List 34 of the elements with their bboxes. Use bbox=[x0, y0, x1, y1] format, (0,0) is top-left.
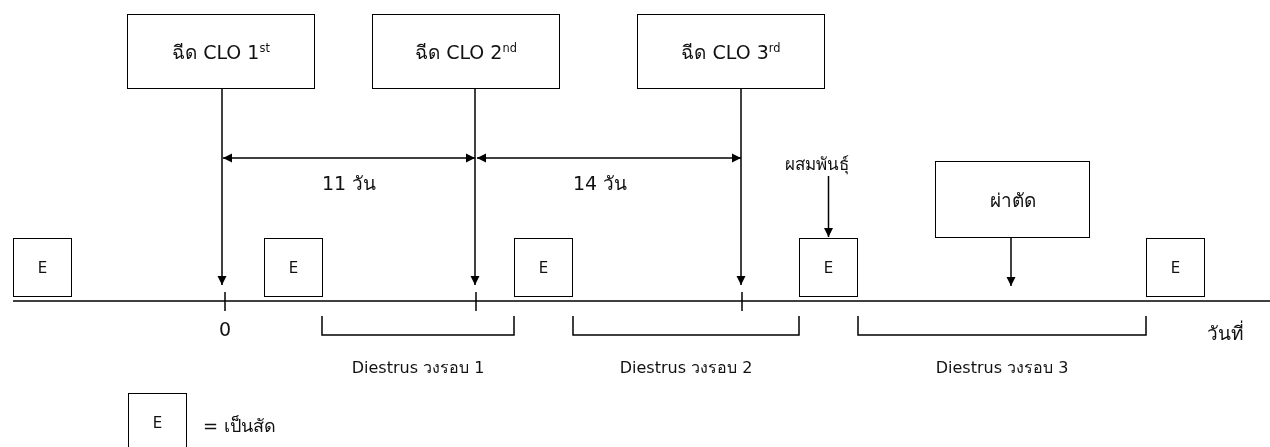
estrus-box bbox=[514, 238, 573, 297]
box-text: ฉีด CLO 1$^{st}$ bbox=[172, 39, 270, 65]
phase-label: Diestrus วงรอบ 1 bbox=[351, 357, 485, 379]
event-box bbox=[372, 14, 560, 89]
duration-label: 14 วัน bbox=[572, 171, 628, 196]
tick-label: 0 bbox=[218, 318, 232, 340]
box-text: E bbox=[1170, 258, 1181, 277]
arrow bbox=[824, 175, 833, 238]
legend-text: = เป็นสัด bbox=[203, 414, 276, 438]
arrow bbox=[1006, 237, 1016, 287]
arrow bbox=[736, 88, 746, 286]
arrow bbox=[470, 88, 480, 286]
estrus-box bbox=[128, 393, 187, 447]
box-text: E bbox=[538, 258, 549, 277]
box-text: E bbox=[288, 258, 299, 277]
box-text: E bbox=[37, 258, 48, 277]
box-text: ฉีด CLO 2$^{nd}$ bbox=[415, 39, 517, 65]
estrus-box bbox=[799, 238, 858, 297]
arrow bbox=[217, 88, 227, 286]
event-box bbox=[935, 161, 1090, 238]
box-text: ฉีด CLO 3$^{rd}$ bbox=[681, 39, 781, 65]
box-text: E bbox=[152, 413, 163, 432]
estrus-box bbox=[13, 238, 72, 297]
estrus-box bbox=[264, 238, 323, 297]
phase-label: Diestrus วงรอบ 2 bbox=[619, 357, 753, 379]
event-box bbox=[637, 14, 825, 89]
axis-label: วันที่ bbox=[1206, 319, 1244, 346]
duration-label: 11 วัน bbox=[321, 171, 377, 196]
event-label: ผสมพันธุ์ bbox=[752, 150, 882, 176]
estrus-box bbox=[1146, 238, 1205, 297]
box-text: ผ่าตัด bbox=[989, 187, 1036, 213]
box-text: E bbox=[823, 258, 834, 277]
phase-label: Diestrus วงรอบ 3 bbox=[935, 357, 1069, 379]
event-box bbox=[127, 14, 315, 89]
